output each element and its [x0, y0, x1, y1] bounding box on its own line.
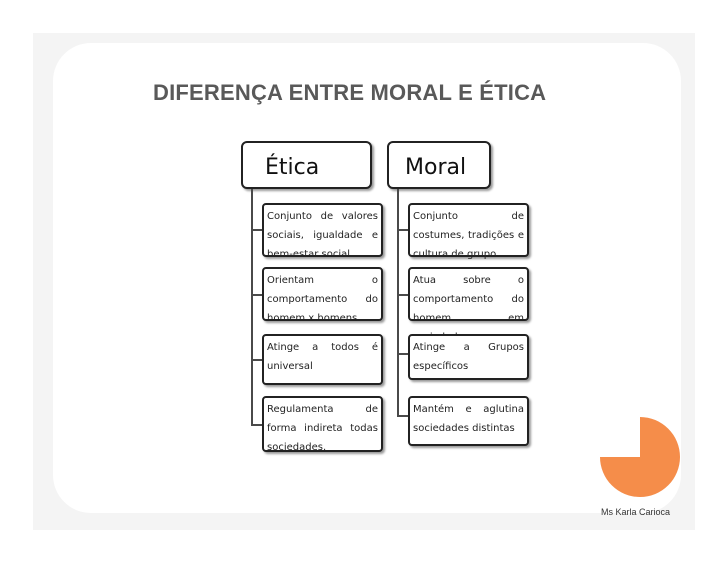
etica-connector-trunk [251, 189, 253, 425]
etica-item-4: Regulamenta de forma indireta todas soci… [262, 396, 383, 453]
etica-connector-3 [251, 359, 262, 361]
pie-decoration-icon [600, 417, 680, 497]
moral-item-2: Atua sobre o comportamento do homem em s… [408, 267, 529, 343]
moral-connector-trunk [397, 189, 399, 416]
etica-connector-2 [251, 294, 262, 296]
moral-heading: Moral [405, 155, 467, 180]
moral-connector-1 [397, 229, 408, 231]
moral-connector-2 [397, 294, 408, 296]
pie-slice [600, 417, 680, 497]
etica-connector-1 [251, 229, 262, 231]
moral-connector-3 [397, 353, 408, 355]
author-credit: Ms Karla Carioca [601, 507, 671, 517]
etica-connector-4 [251, 424, 262, 426]
etica-item-1: Conjunto de valores sociais, igualdade e… [262, 203, 383, 260]
etica-item-3: Atinge a todos é universal [262, 334, 383, 385]
etica-heading-box: Ética [241, 141, 372, 189]
moral-connector-4 [397, 415, 408, 417]
etica-item-2: Orientam o comportamento do homem x home… [262, 267, 383, 324]
moral-heading-box: Moral [387, 141, 491, 189]
slide-title: DIFERENÇA ENTRE MORAL E ÉTICA [153, 80, 547, 105]
moral-item-4: Mantém e aglutina sociedades distintas [408, 396, 529, 446]
moral-item-3: Atinge a Grupos específicos [408, 334, 529, 380]
etica-heading: Ética [265, 155, 320, 180]
moral-item-1: Conjunto de costumes, tradições e cultur… [408, 203, 529, 260]
